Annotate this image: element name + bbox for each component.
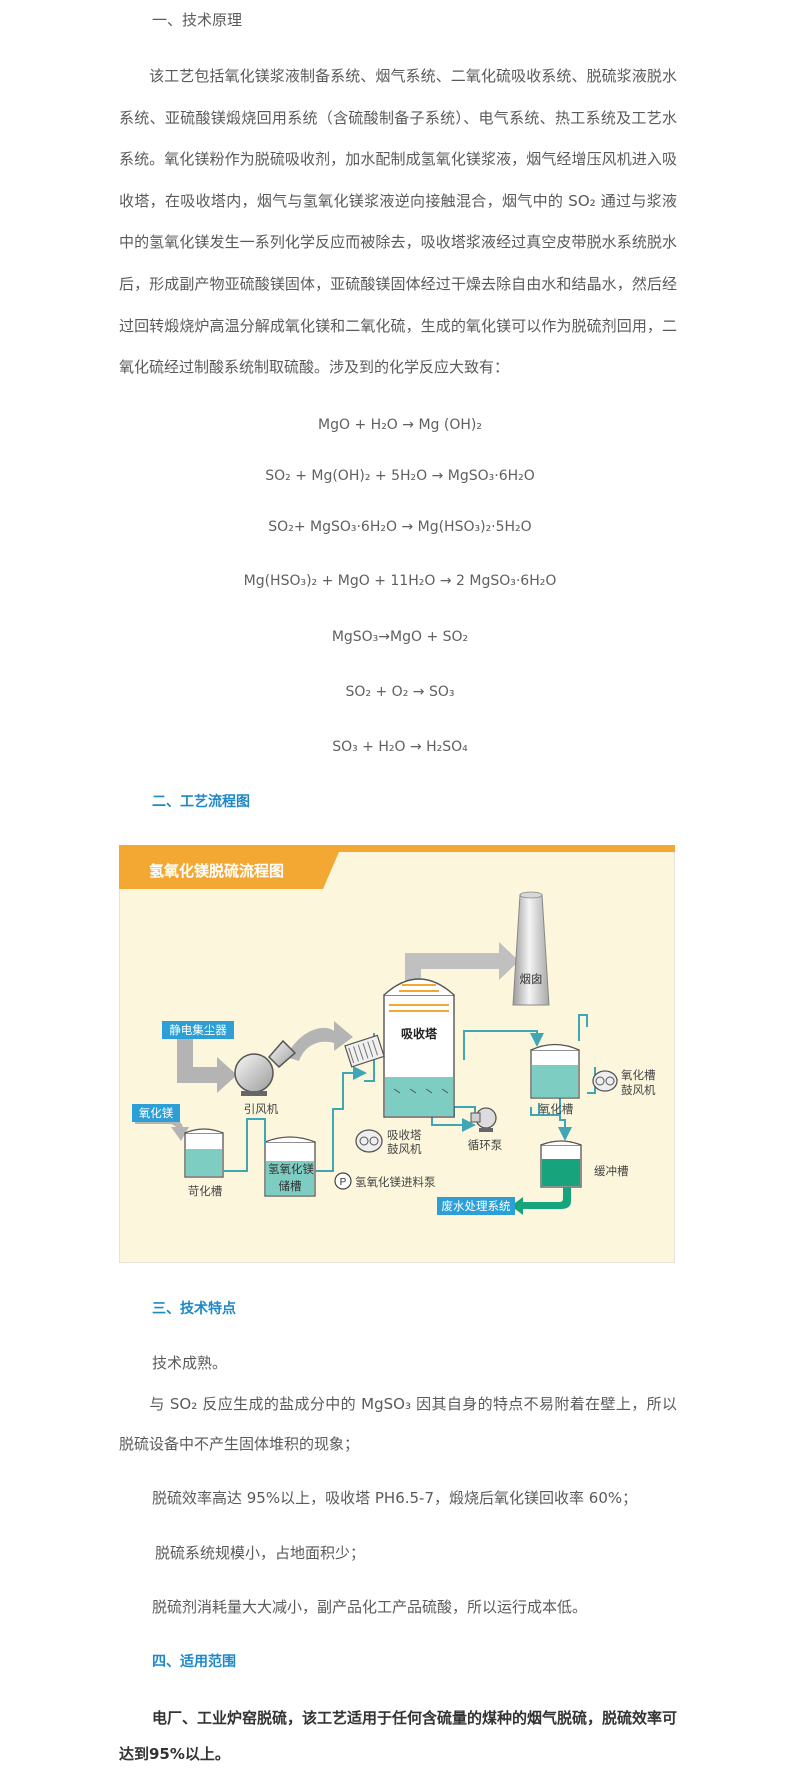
equation-4: Mg(HSO₃)₂ + MgO + 11H₂O → 2 MgSO₃·6H₂O [243, 573, 557, 589]
absorber-tower [383, 978, 455, 1118]
mgo-label: 氧化镁 [139, 1106, 174, 1120]
feed-pump-label: 氢氧化镁进料泵 [355, 1175, 436, 1189]
oxidation-blower [592, 1070, 618, 1092]
absorber-blower-label-1: 吸收塔 [387, 1128, 422, 1142]
fan-to-absorber-arrow [286, 1021, 353, 1061]
mgo-label-box [132, 1104, 180, 1122]
diagram-banner-title: 氢氧化镁脱硫流程图 [149, 862, 284, 880]
feature-item-4: 脱硫系统规模小，占地面积少； [155, 1544, 366, 1562]
feed-pump-symbol: P [340, 1177, 347, 1188]
storage-tank-label-2: 储槽 [279, 1179, 302, 1193]
absorber-blower-label-2: 鼓风机 [387, 1142, 422, 1156]
esp-label: 静电集尘器 [169, 1023, 227, 1037]
wastewater-label: 废水处理系统 [442, 1199, 511, 1213]
equation-5: MgSO₃→MgO + SO₂ [331, 629, 469, 645]
esp-label-box [162, 1021, 234, 1039]
oxidation-tank [530, 1043, 580, 1099]
buffer-tank [540, 1140, 582, 1188]
equation-6: SO₂ + O₂ → SO₃ [345, 684, 455, 700]
equation-7: SO₃ + H₂O → H₂SO₄ [332, 739, 468, 755]
feature-item-2: 与 SO₂ 反应生成的盐成分中的 MgSO₃ 因其自身的特点不易附着在壁上，所以… [119, 1384, 677, 1464]
wastewater-label-box [437, 1197, 515, 1215]
section-title-principle: 一、技术原理 [152, 11, 243, 29]
principle-paragraph: 该工艺包括氧化镁浆液制备系统、烟气系统、二氧化硫吸收系统、脱硫浆液脱水系统、亚硫… [119, 56, 677, 389]
equation-3: SO₂+ MgSO₃·6H₂O → Mg(HSO₃)₂·5H₂O [268, 519, 532, 535]
oxidation-tank-label: 氧化槽 [539, 1102, 574, 1116]
section-title-flowchart: 二、工艺流程图 [152, 794, 250, 810]
flow-diagram: 氢氧化镁脱硫流程图 静电集尘器 引风机 氧化镁 苛化槽 [119, 845, 675, 1263]
dissolve-tank [184, 1128, 224, 1178]
absorber-to-chimney-arrow [405, 942, 519, 983]
absorber-label: 吸收塔 [401, 1026, 438, 1041]
feed-pump-icon [334, 1172, 352, 1190]
absorber-inlet [344, 1034, 385, 1068]
feature-item-3: 脱硫效率高达 95%以上，吸收塔 PH6.5-7，煅烧后氧化镁回收率 60%； [152, 1489, 638, 1507]
section-title-features: 三、技术特点 [152, 1301, 236, 1317]
feature-item-2-text: 与 SO₂ 反应生成的盐成分中的 MgSO₃ 因其自身的特点不易附着在壁上，所以… [119, 1395, 677, 1453]
scope-paragraph: 电厂、工业炉窑脱硫，该工艺适用于任何含硫量的煤种的烟气脱硫，脱硫效率可达到95%… [119, 1709, 678, 1763]
circulation-pump [470, 1107, 497, 1132]
chimney-label: 烟囱 [520, 972, 543, 986]
equation-2: SO₂ + Mg(OH)₂ + 5H₂O → MgSO₃·6H₂O [265, 468, 535, 484]
storage-tank [264, 1136, 316, 1197]
absorber-blower [355, 1129, 383, 1153]
chimney [512, 891, 550, 1006]
oxidation-blower-label-1: 氧化槽 [621, 1068, 656, 1082]
fan-label: 引风机 [244, 1102, 279, 1116]
principle-text: 该工艺包括氧化镁浆液制备系统、烟气系统、二氧化硫吸收系统、脱硫浆液脱水系统、亚硫… [119, 67, 677, 377]
storage-tank-label-1: 氢氧化镁 [268, 1162, 314, 1176]
equation-1: MgO + H₂O → Mg (OH)₂ [318, 417, 482, 433]
section-title-scope: 四、适用范围 [152, 1654, 236, 1670]
feature-item-1: 技术成熟。 [152, 1354, 228, 1372]
diagram-banner [119, 852, 339, 889]
buffer-tank-label: 缓冲槽 [594, 1164, 629, 1178]
mgo-feed-arrow [135, 1117, 189, 1141]
induced-fan [234, 1039, 297, 1096]
esp-to-fan-arrow [177, 1038, 237, 1093]
circulation-pump-label: 循环泵 [468, 1139, 503, 1152]
feature-item-5: 脱硫剂消耗量大大减小，副产品化工产品硫酸，所以运行成本低。 [152, 1598, 588, 1616]
diagram-banner-strip [119, 845, 675, 852]
buffer-to-wastewater-arrow [511, 1187, 571, 1215]
dissolve-tank-label: 苛化槽 [188, 1184, 223, 1198]
oxidation-blower-label-2: 鼓风机 [621, 1083, 656, 1097]
